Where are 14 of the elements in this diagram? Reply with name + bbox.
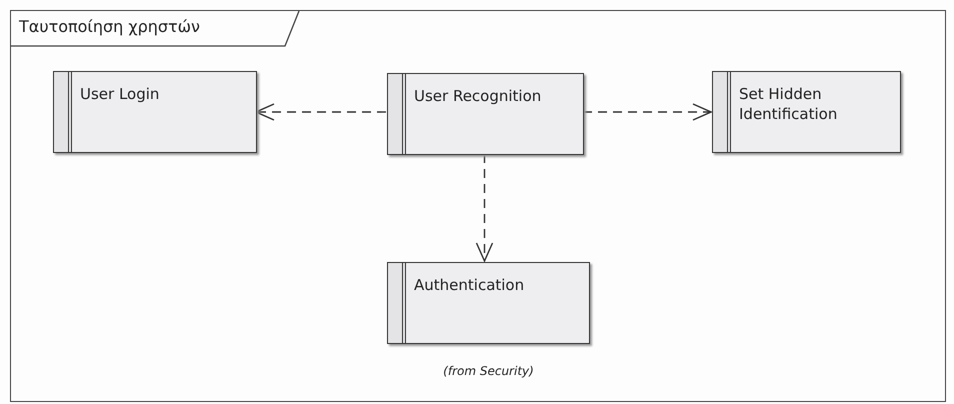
component-box bbox=[712, 71, 901, 153]
component-box bbox=[387, 262, 590, 344]
dependency-arrow bbox=[255, 103, 386, 121]
dependency-arrow bbox=[583, 103, 712, 121]
frame-title: Ταυτοποίηση χρηστών bbox=[19, 17, 200, 36]
diagram-frame bbox=[10, 10, 946, 402]
component-name: Set Hidden Identification bbox=[739, 84, 838, 124]
component-name: Authentication bbox=[414, 275, 526, 295]
component-name: User Login bbox=[80, 84, 160, 104]
component-name: User Recognition bbox=[414, 86, 542, 106]
component-box bbox=[387, 73, 584, 155]
component-box bbox=[53, 71, 257, 153]
dependency-arrow bbox=[476, 154, 494, 262]
component-note: (from Security) bbox=[442, 364, 535, 378]
